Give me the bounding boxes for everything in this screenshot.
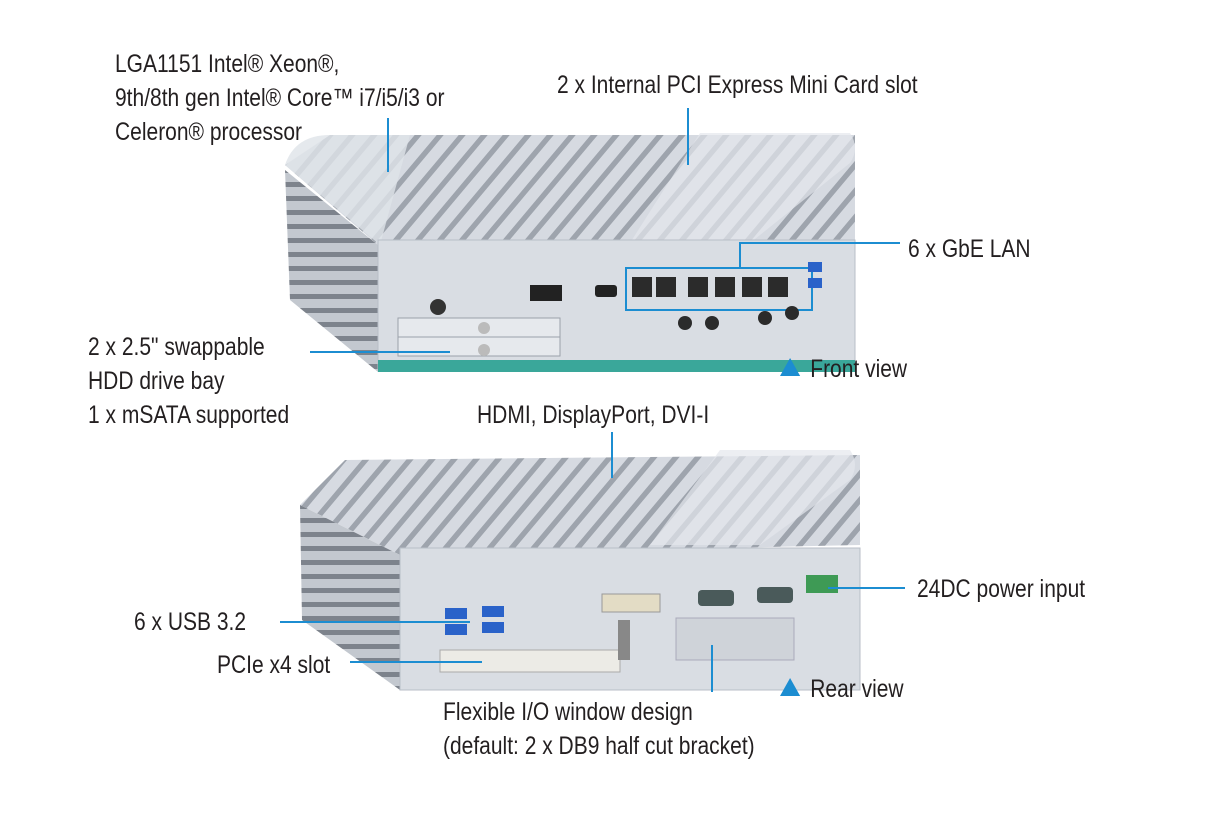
front-view-text: Front view (810, 355, 908, 383)
front-view-device (285, 133, 856, 372)
hdd-line-1: 2 x 2.5" swappable (88, 333, 265, 361)
rear-view-text: Rear view (810, 675, 904, 703)
triangle-up-icon (780, 678, 801, 696)
flex-io-line-1: Flexible I/O window design (443, 698, 693, 726)
cpu-line-3: Celeron® processor (115, 118, 303, 146)
hdd-line-2: HDD drive bay (88, 367, 225, 395)
cpu-line-1: LGA1151 Intel® Xeon®, (115, 50, 340, 78)
rear-view-device (300, 450, 861, 691)
pcie-mini-callout: 2 x Internal PCI Express Mini Card slot (557, 71, 918, 99)
front-view-label: Front view (780, 355, 907, 384)
hdd-line-3: 1 x mSATA supported (88, 401, 290, 429)
flex-io-callout: Flexible I/O window design (default: 2 x… (443, 695, 755, 763)
triangle-up-icon (780, 358, 801, 376)
cpu-callout: LGA1151 Intel® Xeon®, 9th/8th gen Intel®… (115, 47, 444, 149)
hdd-callout: 2 x 2.5" swappable HDD drive bay 1 x mSA… (88, 330, 289, 432)
power-callout: 24DC power input (917, 575, 1086, 603)
pcie-slot-callout: PCIe x4 slot (217, 651, 331, 679)
cpu-line-2: 9th/8th gen Intel® Core™ i7/i5/i3 or (115, 84, 445, 112)
callout-lines (280, 108, 905, 692)
flex-io-line-2: (default: 2 x DB9 half cut bracket) (443, 732, 755, 760)
display-callout: HDMI, DisplayPort, DVI-I (477, 401, 710, 429)
rear-view-label: Rear view (780, 675, 904, 704)
lan-callout: 6 x GbE LAN (908, 235, 1031, 263)
usb-callout: 6 x USB 3.2 (134, 608, 247, 636)
